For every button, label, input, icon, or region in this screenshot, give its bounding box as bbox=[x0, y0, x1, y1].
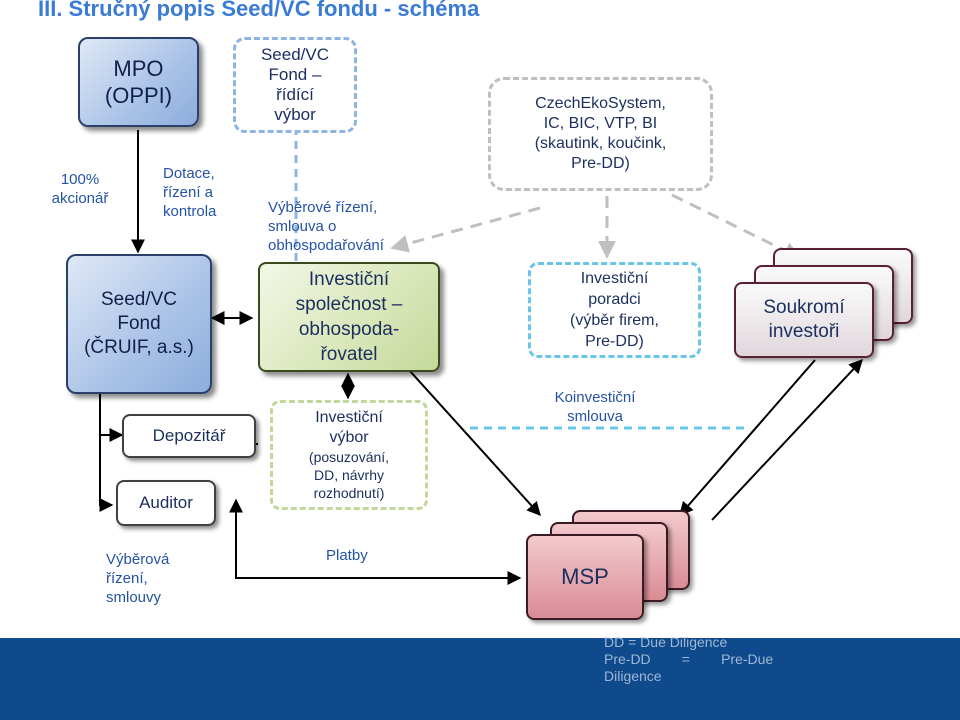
auditor-box: Auditor bbox=[116, 480, 216, 526]
investment-advisors-box: Investiční poradci (výběr firem, Pre-DD) bbox=[528, 262, 701, 358]
page-title: III. Stručný popis Seed/VC fondu - schém… bbox=[38, 0, 480, 21]
selection-label: Výběrové řízení, smlouva o obhospodařová… bbox=[268, 199, 384, 254]
management-company-box: Investiční společnost – obhospoda- řovat… bbox=[258, 262, 440, 372]
shareholder-label: 100% akcionář bbox=[51, 171, 109, 207]
fund-committee-box: Seed/VC Fond – řídící výbor bbox=[233, 37, 357, 133]
subsidy-label: Dotace, řízení a kontrola bbox=[163, 165, 217, 220]
payments-line bbox=[229, 498, 522, 585]
investors-to-msp-arrow bbox=[679, 359, 816, 517]
manager-to-msp-arrow bbox=[399, 359, 541, 517]
payments-label: Platby bbox=[326, 547, 368, 564]
investment-committee-box: Investiční výbor (posuzování, DD, návrhy… bbox=[270, 400, 428, 510]
footer-band bbox=[0, 638, 960, 720]
footer-line-1: DD = Due Diligence bbox=[604, 634, 728, 650]
eco-to-manager-dashed bbox=[390, 206, 541, 253]
mpo-box: MPO (OPPI) bbox=[78, 37, 199, 127]
private-investors-box: Soukromí investoři bbox=[734, 282, 874, 358]
to-investors-arrow bbox=[711, 358, 863, 521]
czech-ecosystem-box: CzechEkoSystem, IC, BIC, VTP, BI (skauti… bbox=[488, 77, 713, 191]
fund-auditor-line bbox=[99, 435, 114, 512]
coinvest-label: Koinvestiční smlouva bbox=[554, 389, 636, 425]
tenders-label: Výběrová řízení, smlouvy bbox=[106, 551, 170, 606]
footer-line-2: Pre-DD = Pre-Due bbox=[604, 651, 774, 667]
committee-subtitle: (posuzování, DD, návrhy rozhodnutí) bbox=[308, 449, 390, 501]
eco-to-investors-dashed bbox=[671, 193, 802, 260]
footer-line-3: Diligence bbox=[604, 668, 662, 684]
fund-depository-line bbox=[99, 394, 124, 442]
footer-note: DD = Due Diligence Pre-DD = Pre-Due Dili… bbox=[604, 634, 854, 685]
msp-box: MSP bbox=[526, 534, 644, 620]
committee-title: Investiční výbor bbox=[315, 409, 383, 446]
seed-fund-box: Seed/VC Fond (ČRUIF, a.s.) bbox=[66, 254, 212, 394]
depository-box: Depozitář bbox=[122, 414, 256, 458]
